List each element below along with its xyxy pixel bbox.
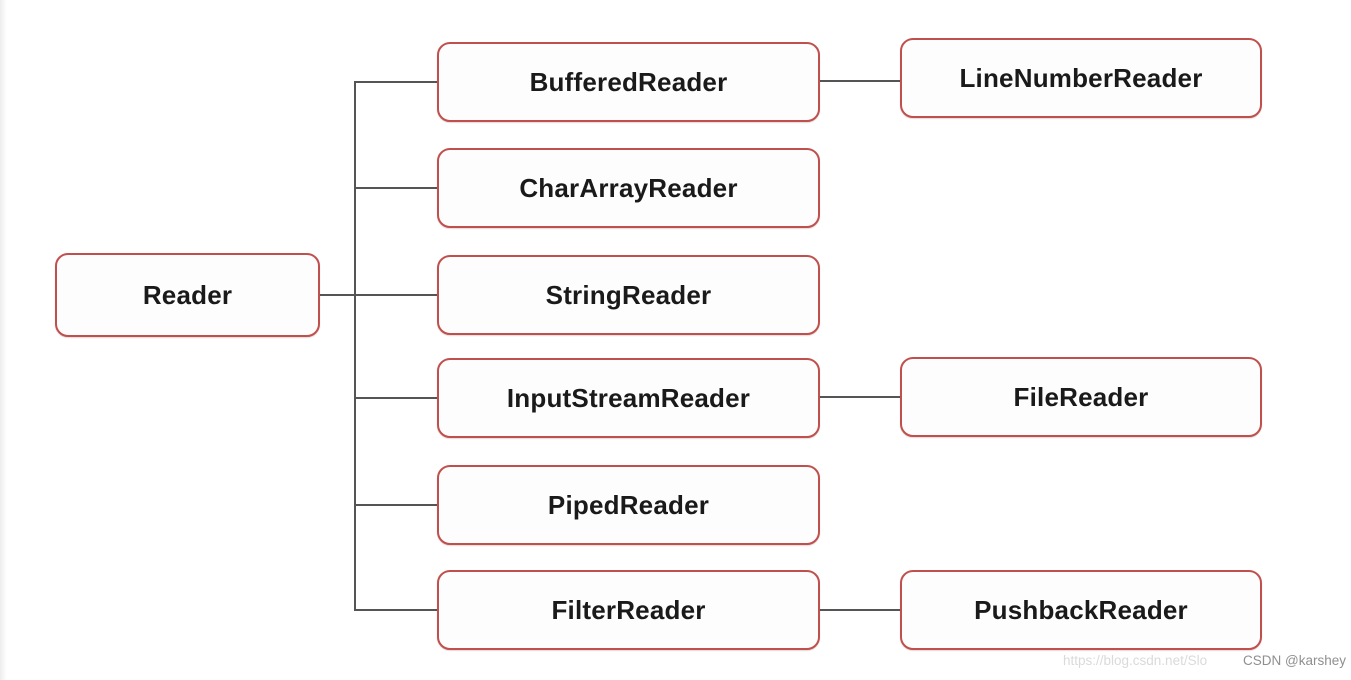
node-file-reader-label: FileReader <box>1013 381 1149 412</box>
node-filter-reader: FilterReader <box>437 570 820 650</box>
node-pushback-reader-label: PushbackReader <box>974 594 1188 625</box>
watermark-handle-text: CSDN @karshey <box>1243 653 1346 668</box>
node-pushback-reader: PushbackReader <box>900 570 1262 650</box>
node-string-reader-label: StringReader <box>545 279 712 310</box>
connector-reader-to-trunk <box>320 294 437 296</box>
node-char-array-reader: CharArrayReader <box>437 148 820 228</box>
connector-inputstreamreader-to-filereader <box>820 396 900 398</box>
node-input-stream-reader: InputStreamReader <box>437 358 820 438</box>
node-line-number-reader: LineNumberReader <box>900 38 1262 118</box>
node-reader: Reader <box>55 253 320 337</box>
node-line-number-reader-label: LineNumberReader <box>959 62 1203 93</box>
connector-trunk-to-bufferedreader <box>356 81 437 83</box>
connector-trunk-to-inputstreamreader <box>356 397 437 399</box>
node-file-reader: FileReader <box>900 357 1262 437</box>
page-edge-shadow <box>0 0 7 680</box>
connector-bufferedreader-to-linenumberreader <box>820 80 900 82</box>
node-buffered-reader: BufferedReader <box>437 42 820 122</box>
node-buffered-reader-label: BufferedReader <box>529 66 728 97</box>
watermark: https://blog.csdn.net/Slo CSDN @karshey <box>1063 653 1351 673</box>
connector-trunk-to-pipedreader <box>356 504 437 506</box>
node-reader-label: Reader <box>142 279 233 310</box>
connector-filterreader-to-pushbackreader <box>820 609 900 611</box>
connector-trunk <box>354 81 356 611</box>
node-input-stream-reader-label: InputStreamReader <box>506 382 751 413</box>
node-piped-reader-label: PipedReader <box>547 489 710 520</box>
node-piped-reader: PipedReader <box>437 465 820 545</box>
watermark-url-text: https://blog.csdn.net/Slo <box>1063 653 1208 668</box>
connector-trunk-to-filterreader <box>356 609 437 611</box>
node-filter-reader-label: FilterReader <box>551 594 706 625</box>
node-char-array-reader-label: CharArrayReader <box>519 172 738 203</box>
connector-trunk-to-chararrayreader <box>356 187 437 189</box>
node-string-reader: StringReader <box>437 255 820 335</box>
